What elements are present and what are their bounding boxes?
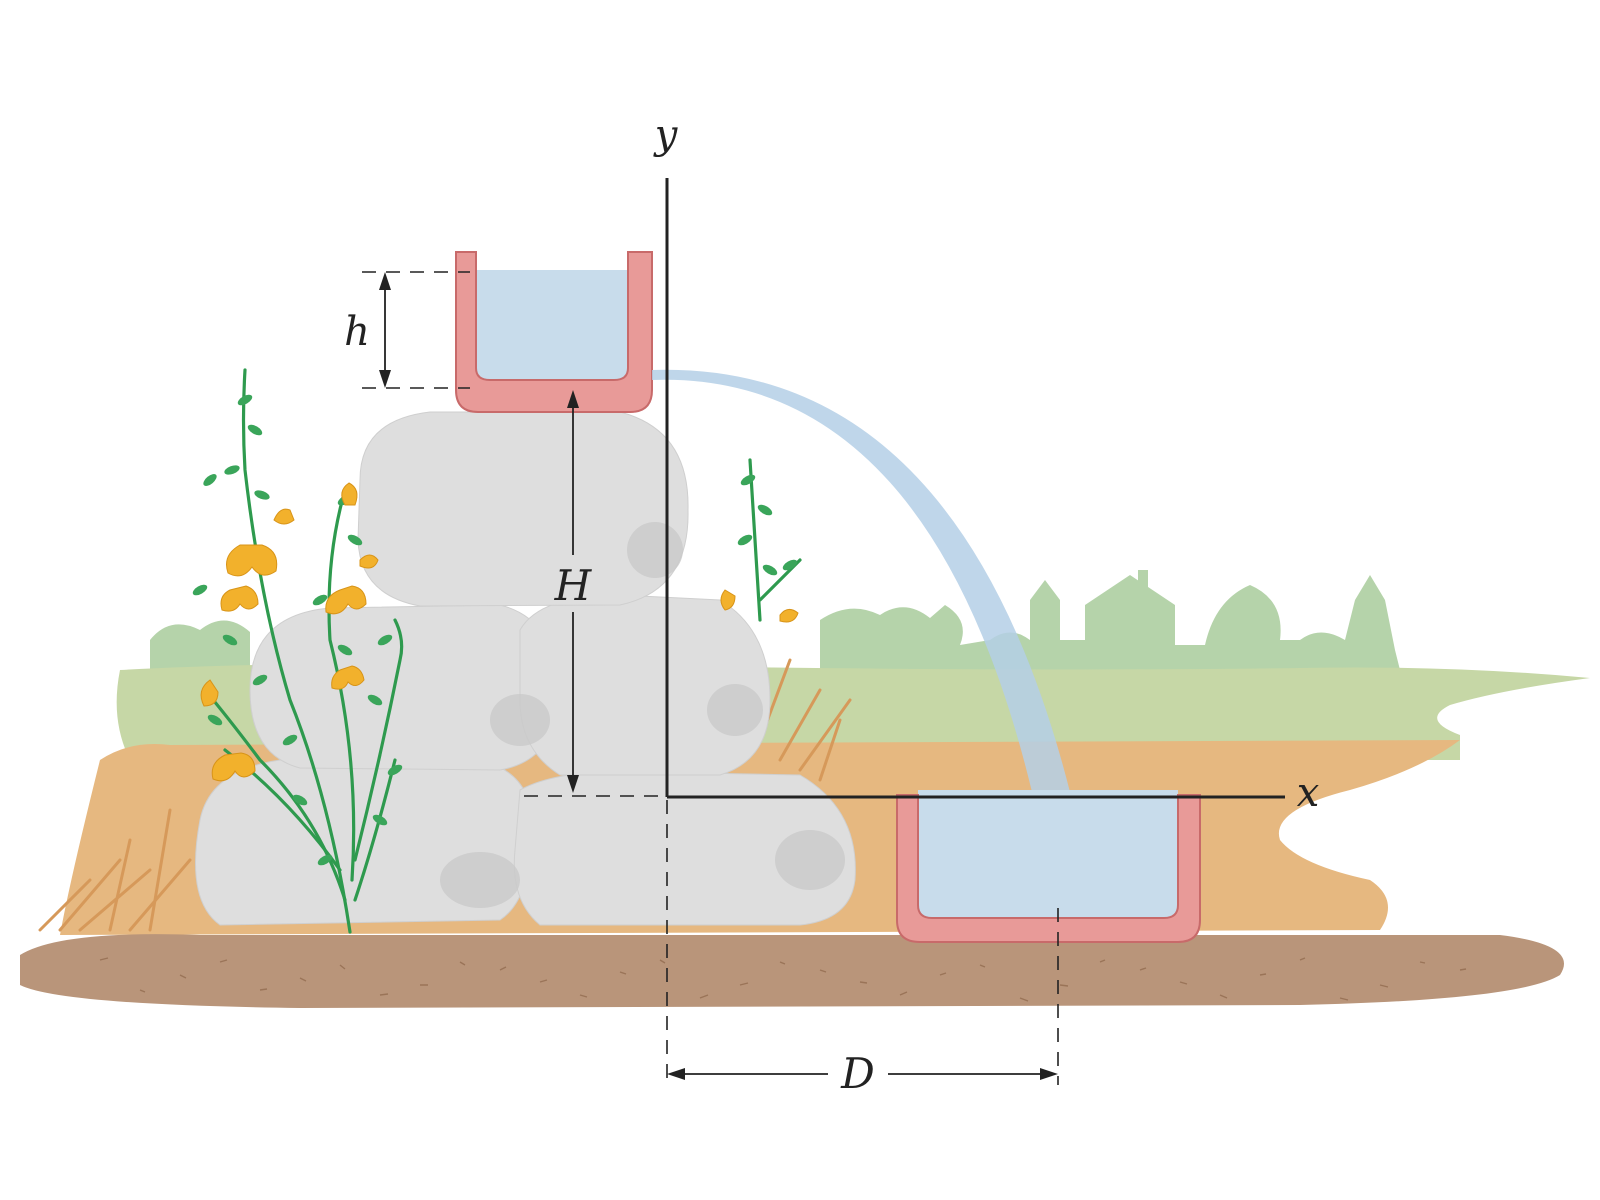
- tree-silhouettes: [150, 570, 1400, 670]
- upper-tank-wall: [455, 251, 653, 413]
- shrub-right: [720, 458, 802, 623]
- coordinate-axes: y x: [653, 112, 1320, 816]
- upper-tank: [455, 251, 653, 413]
- flowering-shrub-left: [192, 368, 404, 934]
- ground-texture: [99, 957, 1467, 1002]
- lower-tank: [896, 790, 1201, 943]
- water-jet: [652, 369, 1070, 792]
- dimension-H: H: [524, 390, 664, 797]
- dimension-D: D: [666, 800, 1059, 1098]
- y-axis-label: y: [653, 112, 679, 158]
- rock-pile: [195, 411, 856, 926]
- dimension-h: h: [344, 271, 470, 389]
- lower-tank-water: [918, 790, 1178, 918]
- dry-grass: [38, 658, 852, 932]
- rock-middle-left: [249, 604, 559, 771]
- rock-shadows: [440, 522, 845, 908]
- rock-top: [357, 411, 689, 607]
- ground: [20, 934, 1564, 1008]
- h-label: h: [344, 309, 370, 355]
- x-axis-label: x: [1297, 770, 1320, 816]
- H-label: H: [554, 561, 593, 610]
- lower-tank-wall: [896, 794, 1201, 943]
- upper-tank-water: [476, 270, 628, 380]
- D-label: D: [840, 1049, 875, 1098]
